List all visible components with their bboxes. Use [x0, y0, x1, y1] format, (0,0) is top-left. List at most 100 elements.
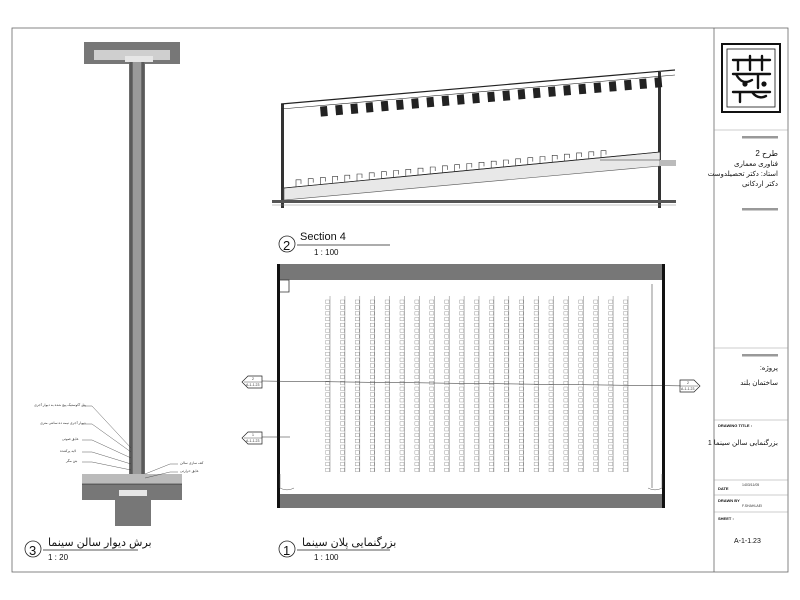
- plan-seat: [563, 317, 569, 321]
- plan-seat: [474, 334, 479, 339]
- section-seat: [442, 165, 448, 173]
- plan-seat: [578, 328, 583, 333]
- plan-seat: [429, 450, 434, 455]
- plan-seat: [533, 334, 539, 339]
- plan-seat: [593, 421, 598, 426]
- plan-seat: [548, 323, 554, 327]
- plan-seat: [399, 299, 405, 304]
- plan-seat: [563, 404, 569, 408]
- plan-seat: [489, 468, 494, 472]
- plan-seat: [459, 375, 464, 379]
- plan-seat: [504, 299, 509, 304]
- plan-seat: [399, 346, 405, 350]
- plan-seat: [414, 334, 420, 339]
- plan-seat: [399, 352, 405, 356]
- plan-seat: [548, 468, 554, 472]
- ceiling-acoustic-panels: [320, 77, 663, 117]
- plan-seat: [519, 433, 524, 437]
- section-seat: [478, 162, 485, 170]
- plan-seat: [578, 340, 583, 345]
- plan-seat: [414, 439, 420, 443]
- plan-seat: [519, 357, 524, 362]
- plan-seat: [593, 299, 598, 304]
- plan-seat: [533, 328, 539, 333]
- plan-seat: [414, 398, 420, 403]
- plan-seat: [429, 410, 434, 414]
- plan-seat: [384, 386, 390, 391]
- plan-seat: [489, 381, 494, 385]
- plan-seat: [578, 352, 583, 356]
- ceiling-panel: [548, 86, 556, 97]
- plan-seat: [429, 398, 434, 403]
- plan-seat: [563, 439, 569, 443]
- plan-seat: [623, 468, 628, 472]
- plan-seat: [399, 334, 405, 339]
- plan-seat: [325, 439, 330, 443]
- wall-section-drawing: [82, 42, 182, 526]
- plan-seat: [563, 381, 569, 385]
- plan-seat: [489, 410, 494, 414]
- plan-seat: [459, 386, 464, 391]
- plan-seat: [489, 444, 494, 449]
- ceiling-panel: [335, 104, 344, 116]
- plan-seat: [593, 369, 598, 374]
- plan-seat: [504, 346, 509, 350]
- plan-seat: [340, 381, 345, 385]
- plan-seat: [414, 357, 420, 362]
- plan-seat: [533, 305, 539, 310]
- plan-seat: [399, 317, 405, 321]
- ceiling-panel: [487, 91, 496, 103]
- plan-seat: [459, 340, 464, 345]
- drawn-by-value: F.SHAHLAEI: [742, 504, 763, 508]
- plan-seat: [623, 381, 628, 385]
- plan-seat: [444, 369, 449, 374]
- plan-seat: [504, 363, 509, 368]
- plan-seat: [608, 363, 613, 368]
- plan-seat: [340, 323, 345, 327]
- ceiling-panel: [578, 83, 587, 95]
- plan-seat: [370, 311, 375, 316]
- plan-seat: [504, 340, 509, 345]
- view-3-number: 3: [29, 543, 37, 558]
- plan-seat: [474, 433, 479, 437]
- plan-seat: [474, 398, 479, 403]
- section-marker-1-sheet: A-1-1.23: [246, 439, 260, 443]
- plan-seat: [623, 363, 628, 368]
- plan-seat: [414, 328, 420, 333]
- plan-seat: [563, 427, 569, 432]
- plan-seat: [608, 334, 613, 339]
- plan-seat: [533, 468, 539, 472]
- plan-seat: [519, 392, 524, 397]
- plan-seat: [414, 421, 420, 426]
- plan-seat: [414, 317, 420, 321]
- plan-seat: [623, 462, 628, 466]
- plan-seat: [519, 462, 524, 466]
- plan-seat: [414, 415, 420, 420]
- plan-seat: [578, 346, 583, 350]
- section-seat: [368, 172, 375, 180]
- section-seat: [600, 150, 607, 158]
- section-seat: [466, 163, 473, 171]
- plan-seat: [474, 415, 479, 420]
- plan-seat: [548, 444, 554, 449]
- plan-seat: [578, 369, 583, 374]
- plan-seat: [370, 444, 375, 449]
- plan-seat: [504, 311, 509, 316]
- plan-seat: [519, 299, 524, 304]
- plan-seat: [474, 369, 479, 374]
- plan-seat: [429, 386, 434, 391]
- plan-seat: [340, 352, 345, 356]
- plan-seat: [608, 456, 613, 461]
- section-seat: [551, 155, 558, 163]
- plan-seat: [414, 346, 420, 350]
- plan-seat: [355, 323, 360, 327]
- plan-seat: [548, 410, 554, 414]
- plan-seat: [384, 340, 390, 345]
- plan-seat: [504, 375, 509, 379]
- plan-seat: [340, 340, 345, 345]
- plan-seat: [370, 369, 375, 374]
- plan-seat: [623, 456, 628, 461]
- plan-seat: [340, 404, 345, 408]
- ceiling-panel: [365, 102, 374, 113]
